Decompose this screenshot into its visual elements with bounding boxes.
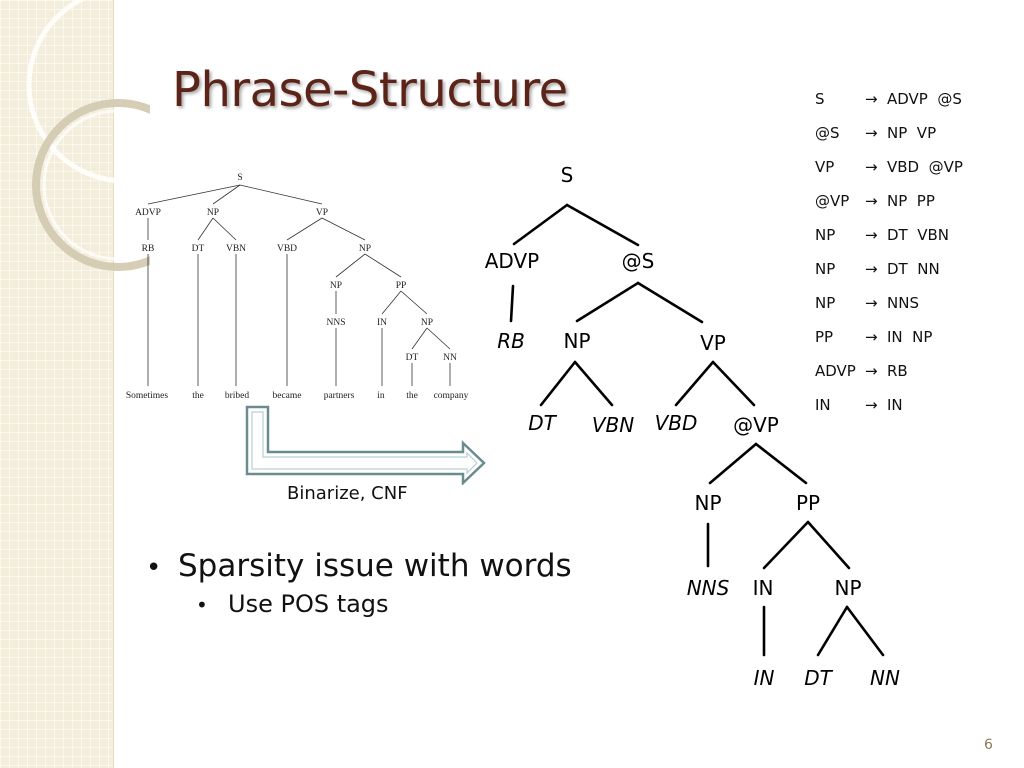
rule-lhs: IN (815, 396, 831, 414)
bullet-text: Sparsity issue with words (178, 548, 572, 584)
word-company: company (434, 391, 469, 401)
arrow-icon: → (865, 124, 878, 142)
tree-node-dt: DT (804, 666, 833, 690)
word-the: the (406, 391, 418, 401)
decorative-circles (26, 0, 150, 271)
node-in: IN (377, 318, 387, 328)
tree-node-np: NP (834, 576, 861, 600)
rule-lhs: ADVP (815, 362, 856, 380)
rule-rhs: IN (887, 396, 903, 414)
node-nn: NN (443, 353, 457, 363)
word-in: in (377, 391, 385, 401)
arrow-icon: → (865, 328, 878, 346)
rule-row: NP → DT VBN (815, 218, 963, 252)
arrow-icon: → (865, 226, 878, 244)
tree-node-advp: ADVP (485, 249, 539, 273)
node-np: NP (207, 208, 219, 218)
rule-lhs: @S (815, 124, 840, 142)
original-parse-tree: S ADVP NP VP RB DT VBN VBD NP NP PP NNS … (126, 173, 469, 401)
node-vbn: VBN (226, 244, 246, 254)
binarized-parse-tree: S ADVP @S RB NP VP DT VBN VBD @VP NP PP … (485, 163, 900, 690)
rule-lhs: NP (815, 260, 836, 278)
bullet-item: • Sparsity issue with words (146, 548, 572, 584)
word-sometimes: Sometimes (126, 391, 169, 401)
node-pp: PP (396, 281, 407, 291)
bullet-icon: • (196, 593, 208, 617)
arrow-icon: → (865, 260, 878, 278)
rule-row: S → ADVP @S (815, 82, 963, 116)
rule-lhs: PP (815, 328, 834, 346)
rule-rhs: VBD @VP (887, 158, 963, 176)
rule-row: IN → IN (815, 388, 963, 422)
node-vbd: VBD (277, 244, 297, 254)
arrow-icon: → (865, 158, 878, 176)
bullet-icon: • (146, 553, 162, 583)
node-dt: DT (192, 244, 205, 254)
node-dt: DT (406, 353, 419, 363)
tree-node-rb: RB (497, 329, 525, 353)
rule-row: NP → DT NN (815, 252, 963, 286)
sub-bullet-text: Use POS tags (228, 590, 389, 618)
page-number: 6 (984, 737, 993, 753)
rule-lhs: VP (815, 158, 835, 176)
rule-rhs: ADVP @S (887, 90, 962, 108)
node-nns: NNS (326, 318, 345, 328)
rule-rhs: NP VP (887, 124, 937, 142)
tree-node-nn: NN (870, 666, 900, 690)
arrow-icon: → (865, 362, 878, 380)
rule-row: NP → NNS (815, 286, 963, 320)
tree-node-vbn: VBN (592, 413, 634, 437)
tree-node-at-s: @S (622, 249, 655, 273)
rule-row: @VP → NP PP (815, 184, 963, 218)
slide-title: Phrase-Structure (172, 62, 568, 118)
tree-node-vp: VP (700, 331, 726, 355)
bullet-list: • Sparsity issue with words • Use POS ta… (146, 548, 572, 618)
rule-rhs: IN NP (887, 328, 933, 346)
arrow-icon: → (865, 90, 878, 108)
node-rb: RB (142, 244, 155, 254)
tree-node-np: NP (694, 491, 721, 515)
rule-lhs: NP (815, 294, 836, 312)
rule-rhs: NNS (887, 294, 919, 312)
rule-lhs: S (815, 90, 825, 108)
rule-lhs: NP (815, 226, 836, 244)
node-np: NP (421, 318, 433, 328)
word-the: the (192, 391, 204, 401)
tree-node-at-vp: @VP (733, 413, 779, 437)
tree-node-in-tag: IN (754, 666, 775, 690)
rule-row: PP → IN NP (815, 320, 963, 354)
node-np: NP (359, 244, 371, 254)
rule-rhs: DT NN (887, 260, 940, 278)
rule-row: @S → NP VP (815, 116, 963, 150)
binarize-arrow (245, 405, 486, 485)
word-partners: partners (324, 391, 355, 401)
word-bribed: bribed (225, 391, 250, 401)
rule-lhs: @VP (815, 192, 850, 210)
node-s: S (237, 173, 242, 183)
rule-rhs: RB (887, 362, 908, 380)
word-became: became (272, 391, 301, 401)
grammar-rules: S → ADVP @S @S → NP VP VP → VBD @VP @VP → NP PP … (815, 82, 963, 422)
tree-node-pp: PP (796, 491, 820, 515)
tree-node-in: IN (753, 576, 774, 600)
arrow-icon: → (865, 294, 878, 312)
tree-node-nns: NNS (687, 576, 730, 600)
arrow-icon: → (865, 396, 878, 414)
node-advp: ADVP (135, 208, 161, 218)
binarize-label: Binarize, CNF (287, 483, 408, 504)
node-np: NP (330, 281, 342, 291)
rule-rhs: NP PP (887, 192, 935, 210)
tree-node-s: S (561, 163, 574, 187)
tree-node-dt: DT (528, 411, 557, 435)
node-vp: VP (316, 208, 328, 218)
rule-row: ADVP → RB (815, 354, 963, 388)
rule-row: VP → VBD @VP (815, 150, 963, 184)
arrow-icon: → (865, 192, 878, 210)
sub-bullet-item: • Use POS tags (196, 590, 572, 618)
rule-rhs: DT VBN (887, 226, 950, 244)
tree-node-vbd: VBD (655, 411, 698, 435)
tree-node-np: NP (563, 329, 590, 353)
